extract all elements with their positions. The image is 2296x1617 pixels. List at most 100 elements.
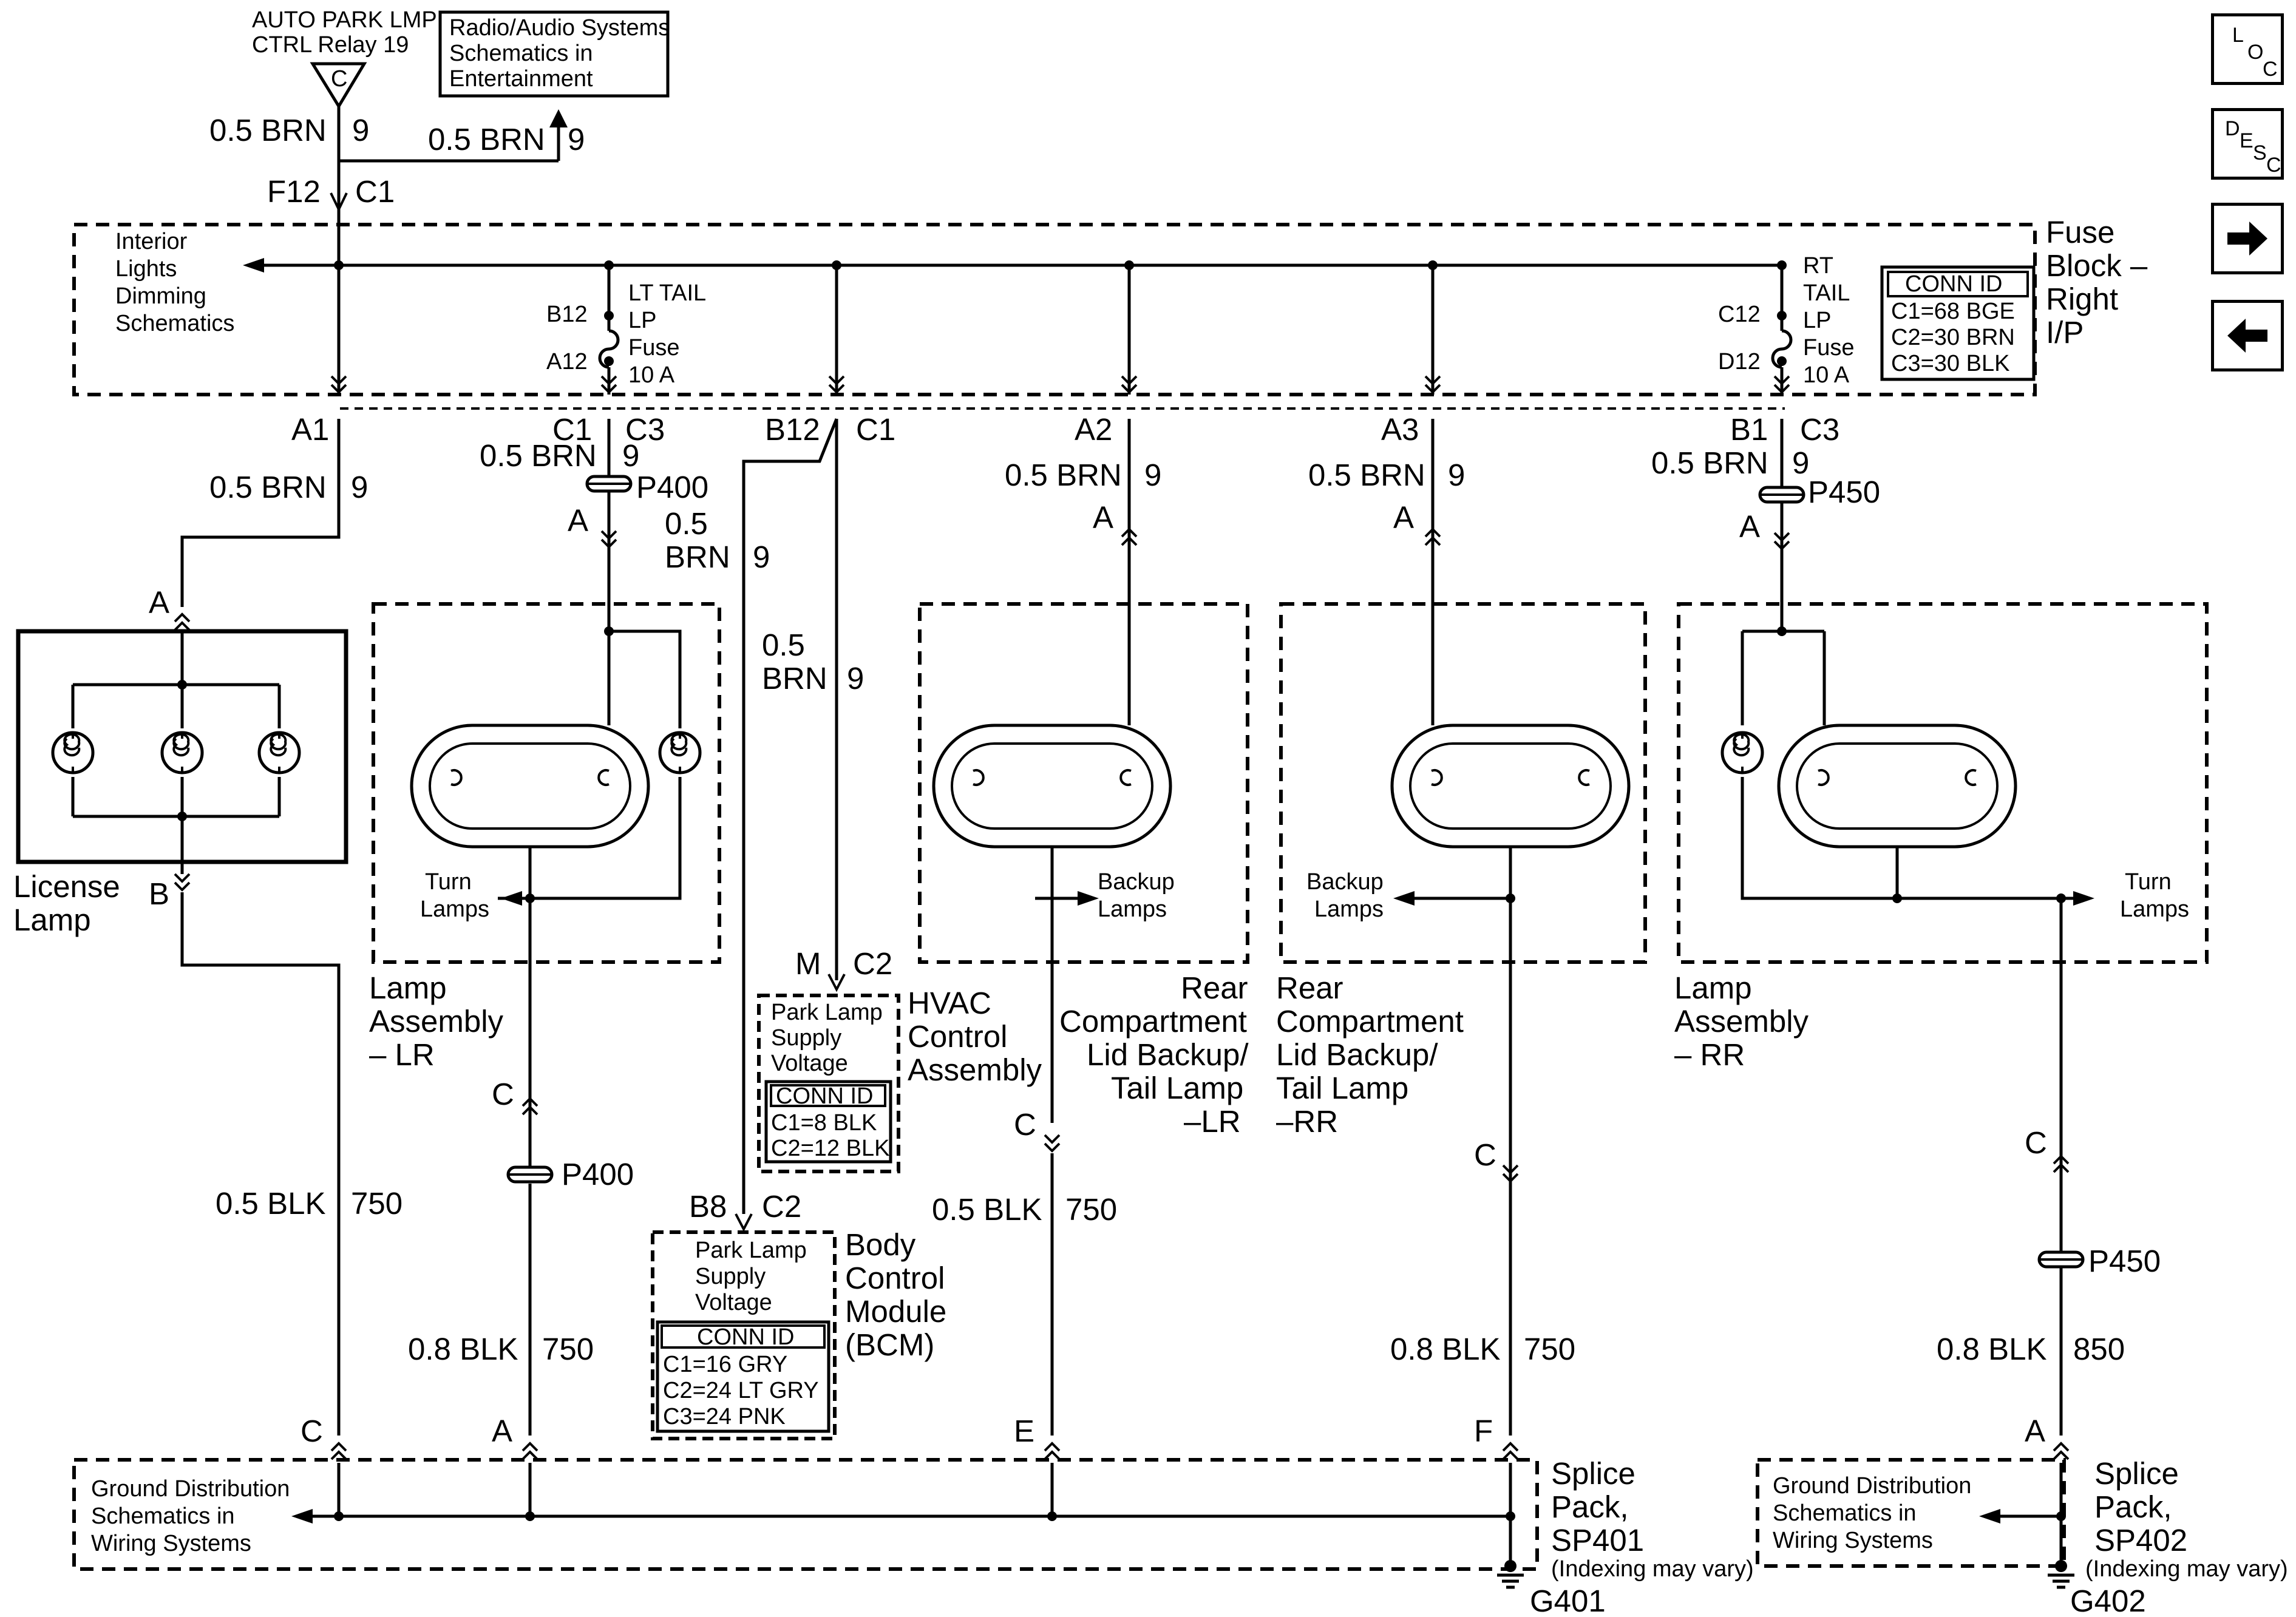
desc-button[interactable]: D E S C <box>2211 108 2284 180</box>
interior-lights-label[interactable]: Interior Lights Dimming Schematics <box>115 229 234 336</box>
svg-text:A: A <box>1093 500 1113 535</box>
svg-text:(Indexing may vary): (Indexing may vary) <box>1551 1556 1754 1582</box>
ground-distribution-label[interactable]: Ground Distribution Schematics in Wiring… <box>1773 1473 1971 1553</box>
svg-text:Right: Right <box>2046 282 2118 316</box>
svg-text:Turn: Turn <box>2125 869 2172 895</box>
svg-text:–RR: –RR <box>1276 1104 1338 1139</box>
svg-text:9: 9 <box>847 661 864 696</box>
prev-page-button[interactable] <box>2211 300 2284 371</box>
svg-text:Voltage: Voltage <box>771 1051 848 1076</box>
svg-text:Splice: Splice <box>2094 1456 2179 1491</box>
svg-text:Fuse: Fuse <box>628 335 679 361</box>
svg-text:AUTO PARK LMP: AUTO PARK LMP <box>252 7 437 33</box>
connector-p400-icon <box>508 1167 552 1182</box>
svg-text:0.8 BLK: 0.8 BLK <box>1390 1332 1500 1366</box>
svg-text:Lid Backup/: Lid Backup/ <box>1087 1037 1249 1072</box>
svg-text:Block –: Block – <box>2046 248 2148 283</box>
svg-text:0.5 BRN: 0.5 BRN <box>480 438 597 473</box>
svg-text:9: 9 <box>1448 458 1465 492</box>
svg-text:Control: Control <box>845 1261 945 1295</box>
connector-p400-icon <box>587 476 631 491</box>
svg-text:Lights: Lights <box>115 256 177 282</box>
relay-triangle-icon <box>310 62 367 109</box>
svg-text:Pack,: Pack, <box>1551 1490 1629 1524</box>
svg-text:C2=30 BRN: C2=30 BRN <box>1891 325 2015 350</box>
svg-text:A2: A2 <box>1075 412 1112 447</box>
svg-text:A: A <box>149 585 169 620</box>
svg-text:0.5 BLK: 0.5 BLK <box>216 1186 325 1221</box>
svg-text:A: A <box>492 1414 512 1448</box>
lamp-assembly-lr-box <box>372 602 721 964</box>
bcm-conn-id: CONN ID C1=16 GRY C2=24 LT GRY C3=24 PNK <box>656 1320 830 1433</box>
ground-distribution-label[interactable]: Ground Distribution Schematics in Wiring… <box>91 1476 290 1556</box>
svg-text:Lamps: Lamps <box>2120 897 2189 922</box>
radio-schematics-box[interactable] <box>438 10 670 98</box>
splice-pack-sp402-label: Splice Pack, SP402 (Indexing may vary) <box>2085 1456 2288 1582</box>
svg-text:Lamps: Lamps <box>1098 897 1167 922</box>
svg-text:Assembly: Assembly <box>908 1053 1042 1087</box>
svg-text:Compartment: Compartment <box>1059 1004 1247 1039</box>
svg-text:Body: Body <box>845 1227 916 1262</box>
svg-text:CTRL Relay 19: CTRL Relay 19 <box>252 32 409 58</box>
svg-text:CONN ID: CONN ID <box>776 1083 873 1109</box>
svg-text:9: 9 <box>1792 446 1809 480</box>
svg-text:9: 9 <box>1144 458 1161 492</box>
svg-text:A: A <box>1393 500 1414 535</box>
connector-p450-icon <box>1760 487 1804 502</box>
svg-text:Control: Control <box>908 1019 1007 1054</box>
bcm-dashed-box <box>651 1230 837 1440</box>
svg-text:C1=68 BGE: C1=68 BGE <box>1891 299 2015 324</box>
svg-text:G402: G402 <box>2070 1584 2146 1617</box>
svg-text:0.5 BRN: 0.5 BRN <box>1005 458 1122 492</box>
svg-text:C1=16 GRY: C1=16 GRY <box>663 1352 787 1377</box>
svg-text:Splice: Splice <box>1551 1456 1635 1491</box>
svg-text:A: A <box>1739 509 1760 544</box>
svg-text:P400: P400 <box>636 470 708 504</box>
hvac-control-dashed-box <box>757 994 900 1173</box>
bulb-icon <box>162 733 202 773</box>
svg-text:C: C <box>2025 1125 2047 1160</box>
relay-pin: C <box>331 66 347 92</box>
desc-letter: S <box>2253 141 2267 164</box>
rear-lid-rr-label: Rear Compartment Lid Backup/ Tail Lamp –… <box>1276 971 1464 1139</box>
loc-letter: C <box>2263 58 2278 81</box>
svg-text:P450: P450 <box>2088 1244 2161 1278</box>
svg-text:Lamp: Lamp <box>13 903 91 937</box>
svg-text:9: 9 <box>351 470 368 504</box>
svg-text:Turn: Turn <box>425 869 472 895</box>
splice-pack-sp401-label: Splice Pack, SP401 (Indexing may vary) <box>1551 1456 1754 1582</box>
svg-text:C1=8 BLK: C1=8 BLK <box>771 1110 877 1136</box>
next-page-button[interactable] <box>2211 203 2284 274</box>
svg-text:D12: D12 <box>1718 349 1761 375</box>
svg-text:Ground Distribution: Ground Distribution <box>91 1476 290 1502</box>
svg-text:Lamp: Lamp <box>1674 971 1752 1005</box>
hvac-conn-id: CONN ID C1=8 BLK C2=12 BLK <box>764 1080 892 1164</box>
svg-text:C2=12 BLK: C2=12 BLK <box>771 1136 889 1161</box>
svg-text:License: License <box>13 869 120 904</box>
svg-text:C2=24 LT GRY: C2=24 LT GRY <box>663 1378 819 1403</box>
svg-text:SP401: SP401 <box>1551 1523 1644 1558</box>
svg-text:Tail Lamp: Tail Lamp <box>1111 1071 1243 1105</box>
desc-letter: E <box>2240 129 2254 152</box>
svg-text:10 A: 10 A <box>628 362 675 388</box>
svg-text:F12: F12 <box>267 174 321 209</box>
connector-p450-icon <box>2039 1252 2083 1267</box>
splice-pack-sp401-box <box>72 1458 1539 1571</box>
svg-text:C: C <box>301 1414 323 1448</box>
svg-text:LP: LP <box>1803 308 1831 333</box>
svg-text:Park Lamp: Park Lamp <box>695 1238 807 1263</box>
svg-text:RT: RT <box>1803 253 1833 279</box>
loc-button[interactable]: L O C <box>2211 13 2284 85</box>
svg-text:Supply: Supply <box>771 1025 841 1051</box>
svg-text:B12: B12 <box>765 412 820 447</box>
svg-text:C3: C3 <box>625 412 665 447</box>
svg-text:E: E <box>1014 1414 1034 1448</box>
svg-text:BRN: BRN <box>665 540 730 574</box>
svg-text:C2: C2 <box>762 1189 801 1224</box>
svg-text:Voltage: Voltage <box>695 1290 772 1315</box>
svg-text:CONN ID: CONN ID <box>1905 271 2002 297</box>
lt-tail-fuse-label: LT TAIL LP Fuse 10 A <box>628 280 706 388</box>
svg-text:10 A: 10 A <box>1803 362 1850 388</box>
svg-text:Rear: Rear <box>1181 971 1248 1005</box>
